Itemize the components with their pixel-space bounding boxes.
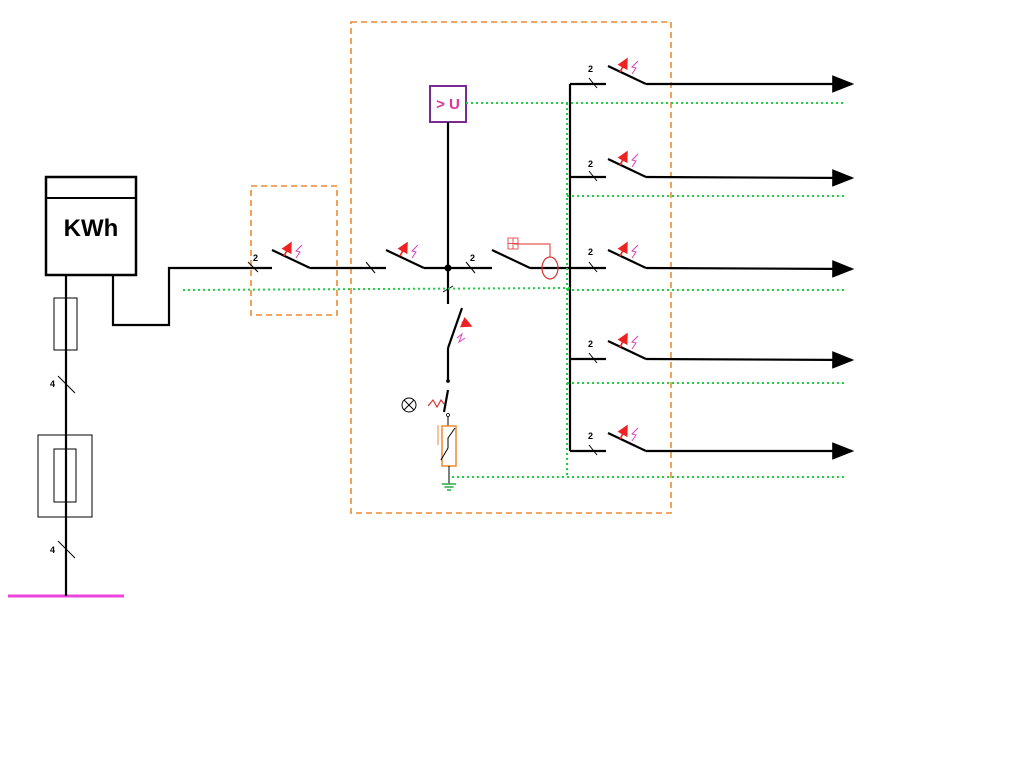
relay-label: > U [436, 96, 460, 113]
feeder-3-conductor-count: 2 [588, 247, 593, 257]
residual-current-device-icon [491, 237, 570, 280]
circuit-breaker-icon [607, 332, 647, 360]
feeder-4-conductor-count: 2 [588, 339, 593, 349]
pe-main [182, 287, 571, 291]
conductor-count-upper: 4 [50, 379, 55, 389]
main-breaker-enclosure [250, 185, 338, 316]
feeder-4: 2 [570, 332, 855, 369]
feeder-1: 2 [570, 57, 855, 93]
output-arrow-icon [645, 351, 855, 369]
main-breaker-icon: 2 [236, 241, 348, 273]
signal-lamp-icon [401, 397, 417, 413]
surge-breaker-icon [446, 307, 473, 382]
output-arrow-icon [645, 169, 855, 187]
main-breaker-conductor-count: 2 [253, 253, 258, 263]
rcd-conductor-count: 2 [470, 253, 475, 263]
ground-icon [442, 483, 456, 491]
feeder-1-conductor-count: 2 [588, 64, 593, 74]
incomer-breaker-icon [385, 241, 448, 270]
overvoltage-relay-icon: > U [429, 85, 467, 123]
surge-arrester-icon [440, 425, 457, 467]
output-arrow-icon [645, 260, 855, 278]
feeder-2: 2 [570, 150, 855, 187]
meter-icon: KWh [44, 175, 138, 277]
feeder-3: 2 [570, 241, 855, 278]
disconnect-contact-icon [427, 389, 450, 417]
circuit-breaker-icon [607, 57, 647, 85]
conductor-count-lower: 4 [50, 545, 55, 555]
circuit-breaker-icon [607, 241, 647, 269]
meter-label: KWh [64, 215, 119, 242]
feeder-2-conductor-count: 2 [588, 159, 593, 169]
circuit-breaker-icon [607, 424, 647, 452]
meter-output-wire [111, 266, 236, 327]
feeder-5-conductor-count: 2 [588, 431, 593, 441]
feeder-5: 2 [570, 424, 855, 460]
circuit-breaker-icon [607, 150, 647, 178]
fuse-holder-icon [37, 434, 93, 518]
fuse-icon [53, 297, 78, 351]
